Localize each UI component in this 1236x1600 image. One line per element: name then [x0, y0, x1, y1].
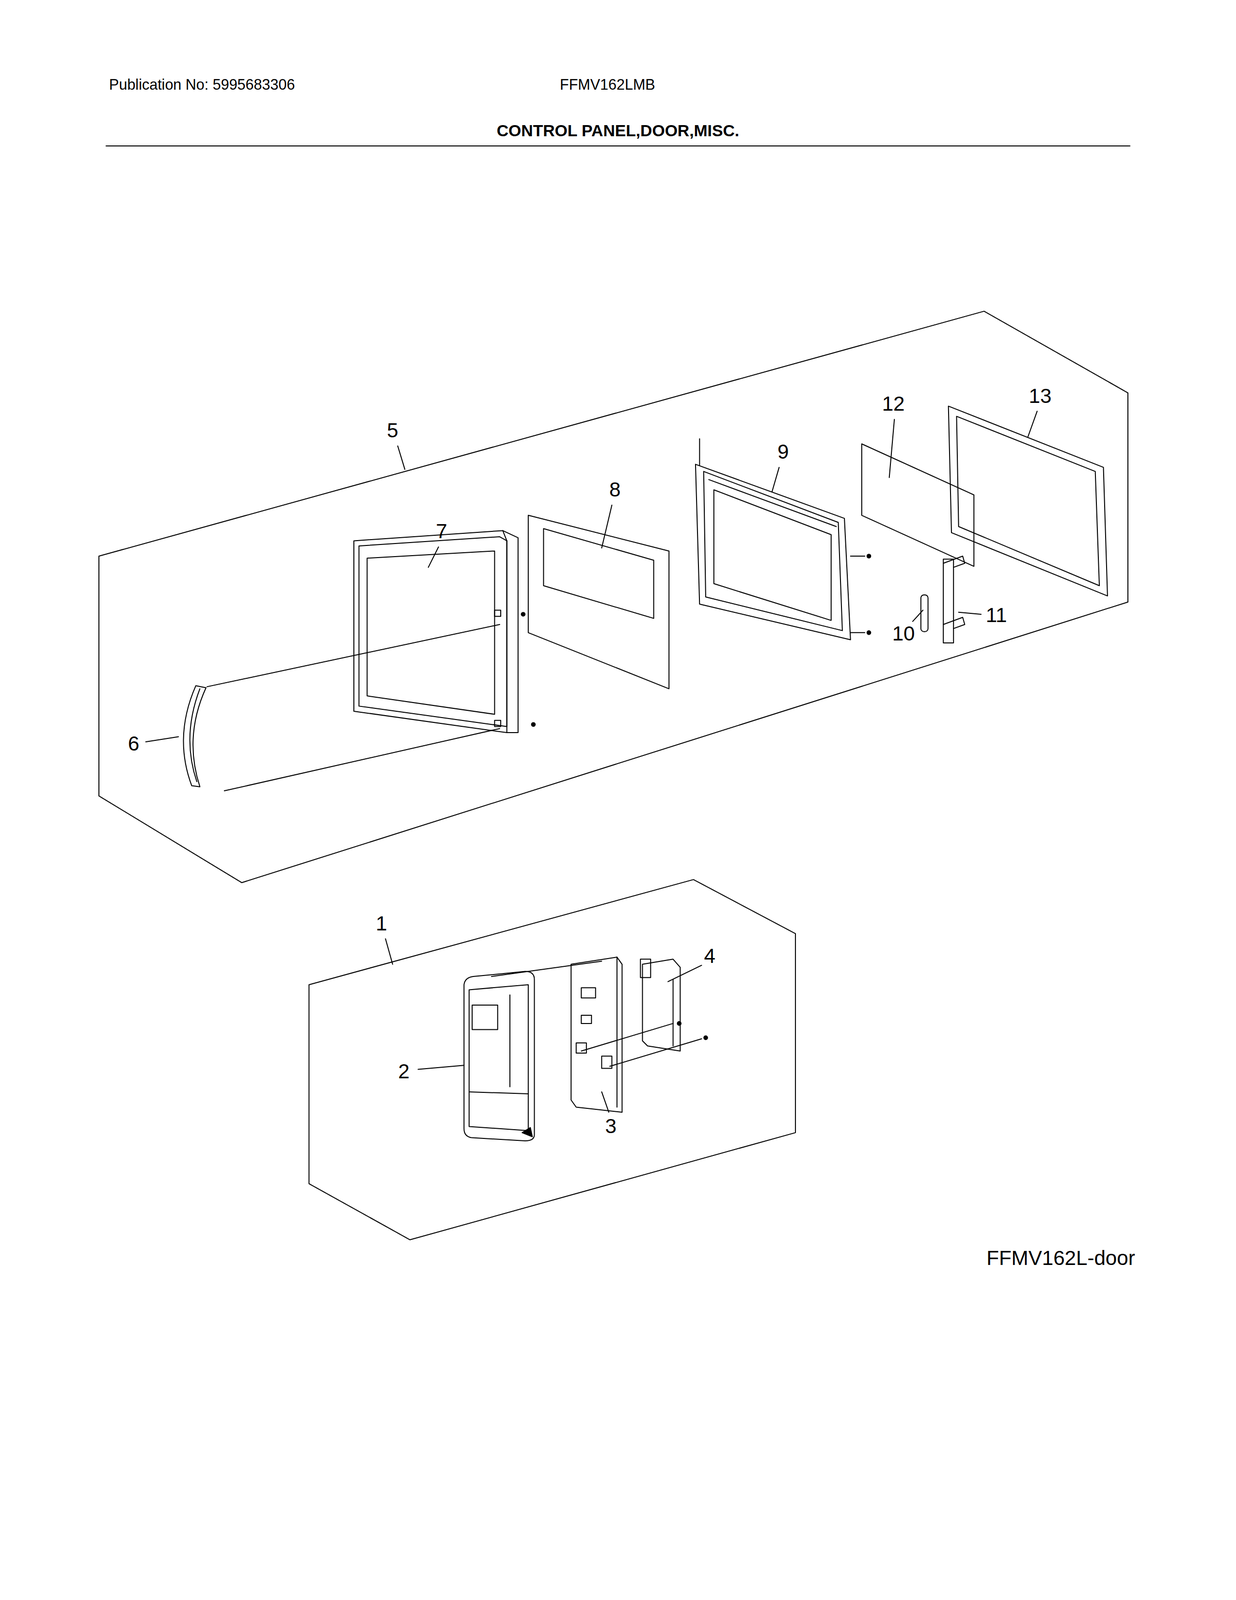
callout-number: 8: [609, 479, 621, 500]
door-glass: [528, 515, 669, 689]
callout-number: 3: [605, 1115, 617, 1137]
door-frame: [353, 530, 519, 733]
latch: [943, 555, 965, 643]
screw: [703, 1035, 708, 1040]
leader-line: [224, 728, 500, 791]
screw: [531, 722, 536, 727]
screw: [521, 612, 526, 617]
latch-spring: [920, 594, 929, 632]
callout-number: 12: [882, 393, 905, 414]
callout-number: 2: [398, 1061, 410, 1082]
door-handle: [183, 685, 206, 787]
callout-number: 11: [985, 604, 1008, 626]
publication-number: Publication No: 5995683306: [109, 77, 295, 93]
callout-number: 5: [386, 420, 398, 441]
inner-door: [695, 438, 871, 640]
control-panel: [463, 971, 535, 1141]
group-outline: [309, 879, 796, 1240]
callout-number: 10: [892, 623, 916, 644]
title-rule: [106, 145, 1130, 147]
door-choke: [948, 406, 1108, 596]
callout-number: 13: [1029, 385, 1052, 407]
callout-number: 1: [375, 913, 387, 934]
leader-line: [491, 961, 602, 977]
leader-line: [581, 1023, 673, 1051]
group-outline: [98, 311, 1128, 883]
callout-number: 9: [777, 441, 789, 462]
leader-line: [609, 1038, 702, 1066]
callout-number: 6: [127, 733, 140, 754]
callout-number: 4: [704, 945, 716, 967]
callout-number: 7: [435, 521, 447, 542]
figure-caption: FFMV162L-door: [986, 1247, 1135, 1268]
page-title: CONTROL PANEL,DOOR,MISC.: [496, 122, 740, 140]
panel-board: [570, 956, 622, 1112]
model-number: FFMV162LMB: [559, 77, 656, 93]
callout-leaders: [145, 411, 1038, 1112]
leader-line: [206, 624, 500, 687]
circuit-board: [640, 958, 681, 1051]
